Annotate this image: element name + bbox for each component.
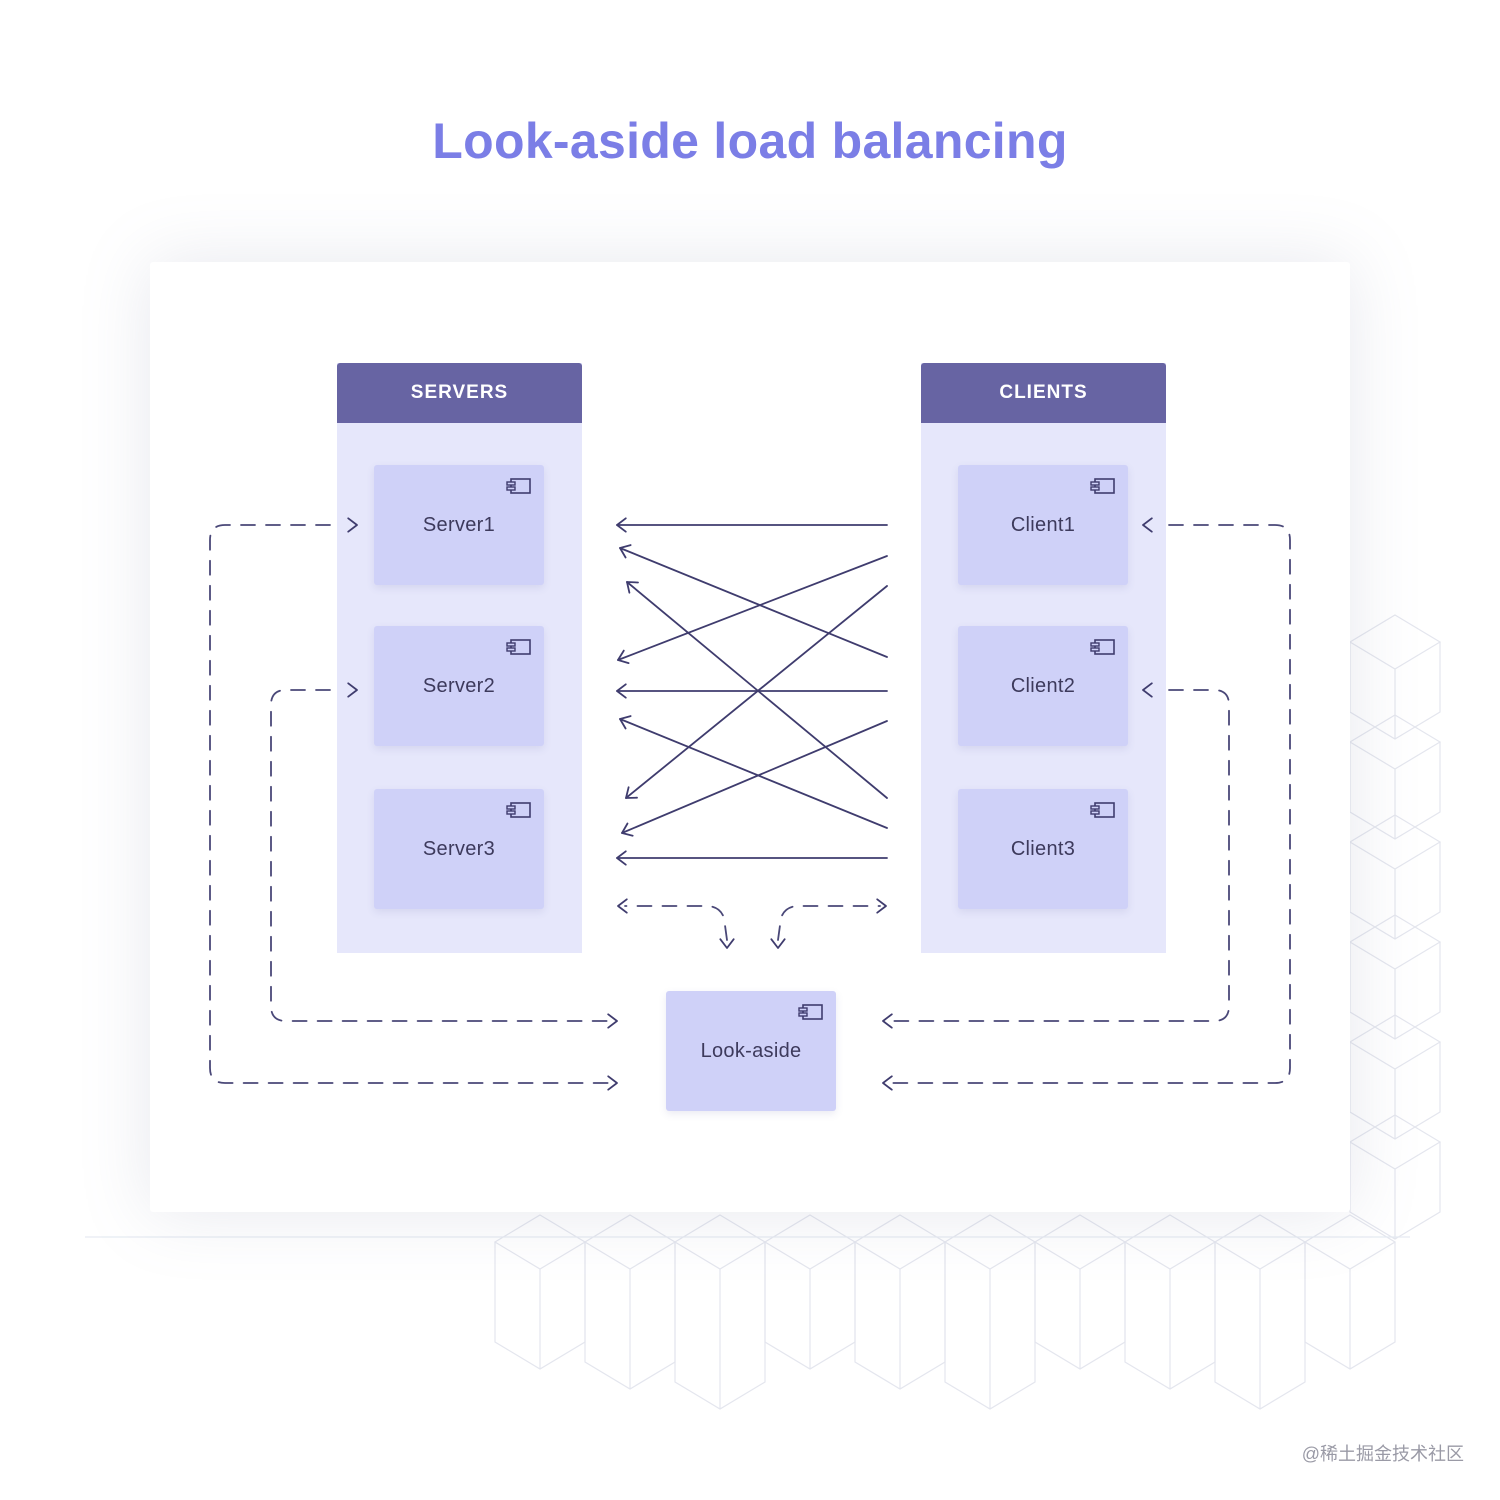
arrow-head <box>616 850 627 866</box>
background-cube <box>1348 714 1442 840</box>
arrow-head <box>616 517 627 533</box>
component-icon <box>506 639 531 655</box>
arrow-head <box>882 1013 893 1029</box>
component-icon <box>1090 639 1115 655</box>
client3-label: Client3 <box>1010 837 1076 860</box>
servers-header: SERVERS <box>337 363 582 423</box>
component-icon <box>1090 802 1115 818</box>
background-cube <box>1348 914 1442 1040</box>
arrow-head <box>607 1013 618 1029</box>
arrow-head <box>719 938 735 949</box>
arrow-head <box>621 822 634 837</box>
servers-column: SERVERS Server1 Server2 Server3 <box>337 363 582 953</box>
component-icon <box>798 1004 823 1020</box>
server1-label: Server1 <box>422 513 496 536</box>
lookaside-node[interactable]: Look-aside <box>666 991 836 1111</box>
component-icon <box>1090 478 1115 494</box>
lookaside-to-servers-link <box>624 905 728 941</box>
lookaside-label: Look-aside <box>700 1039 802 1062</box>
arrow-head <box>876 898 887 914</box>
server1-lookaside-link <box>209 524 613 1084</box>
arrow-head <box>616 683 627 699</box>
request-line <box>619 718 888 829</box>
server2-lookaside-link <box>270 689 613 1022</box>
arrow-head <box>607 1075 618 1091</box>
request-line <box>625 585 888 799</box>
arrow-head <box>619 544 632 559</box>
component-icon <box>506 478 531 494</box>
arrow-head <box>617 649 630 664</box>
arrow-head <box>626 581 639 594</box>
server3-node[interactable]: Server3 <box>374 789 544 909</box>
background-cube <box>1348 1014 1442 1140</box>
arrow-head <box>617 898 628 914</box>
request-line <box>626 581 888 799</box>
arrow-head <box>347 517 358 533</box>
request-line <box>621 720 888 834</box>
request-line <box>617 555 888 661</box>
client2-lookaside-link <box>887 689 1230 1022</box>
arrow-head <box>1142 682 1153 698</box>
arrow-head <box>1142 517 1153 533</box>
background-cube <box>1348 814 1442 940</box>
arrow-head <box>882 1075 893 1091</box>
request-line <box>619 547 888 658</box>
arrow-head <box>347 682 358 698</box>
server3-label: Server3 <box>422 837 496 860</box>
arrow-head <box>625 786 638 799</box>
diagram-title: Look-aside load balancing <box>432 113 1068 169</box>
client1-node[interactable]: Client1 <box>958 465 1128 585</box>
server1-node[interactable]: Server1 <box>374 465 544 585</box>
component-icon <box>506 802 531 818</box>
background-cube <box>1348 1114 1442 1240</box>
arrow-head <box>770 938 786 949</box>
client2-label: Client2 <box>1010 674 1076 697</box>
watermark: @稀土掘金技术社区 <box>1301 1444 1464 1464</box>
server2-label: Server2 <box>422 674 496 697</box>
clients-column: CLIENTS Client1 Client2 Client3 <box>921 363 1166 953</box>
client1-lookaside-link <box>887 524 1291 1084</box>
client2-node[interactable]: Client2 <box>958 626 1128 746</box>
client1-label: Client1 <box>1010 513 1076 536</box>
lookaside-to-clients-link <box>777 905 881 941</box>
client3-node[interactable]: Client3 <box>958 789 1128 909</box>
background-cube <box>1348 614 1442 740</box>
background-cube <box>1303 1214 1397 1370</box>
server2-node[interactable]: Server2 <box>374 626 544 746</box>
arrow-head <box>619 715 632 730</box>
clients-header: CLIENTS <box>921 363 1166 423</box>
